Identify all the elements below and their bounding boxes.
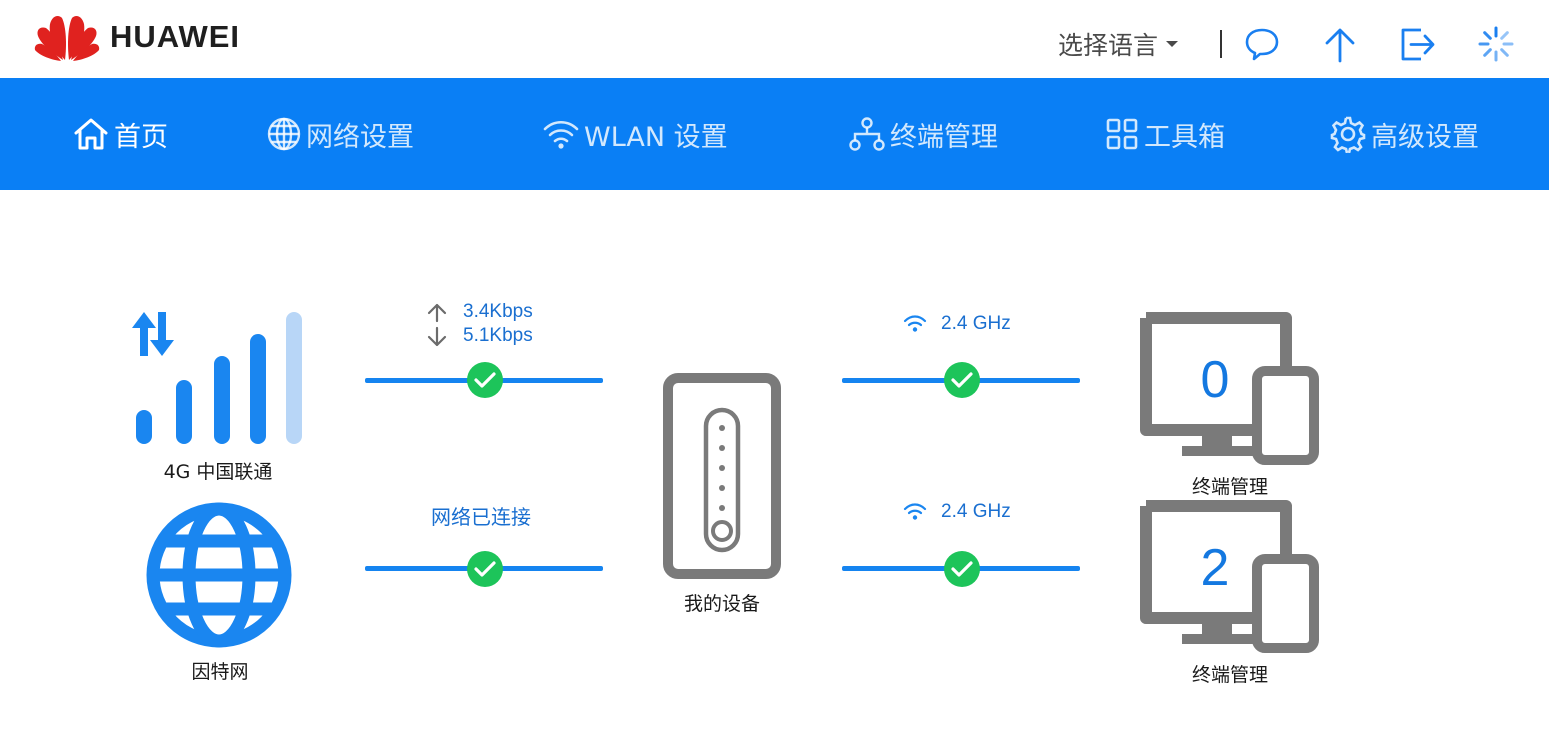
signal-bar-1 xyxy=(136,410,152,444)
upload-speed: 3.4Kbps xyxy=(463,301,533,322)
signal-bar-5 xyxy=(286,312,302,444)
network-tree-icon xyxy=(849,117,885,151)
clients-top-count: 0 xyxy=(1200,351,1230,409)
nav-advanced-settings-label: 高级设置 xyxy=(1371,121,1479,153)
cellular-signal-icon[interactable] xyxy=(130,308,310,448)
router-device-icon[interactable] xyxy=(663,373,781,579)
nav-wlan-settings[interactable]: WLAN 设置 xyxy=(542,78,728,190)
monitor-tablet-icon xyxy=(1140,500,1319,653)
signal-bar-2 xyxy=(176,380,192,444)
message-icon[interactable] xyxy=(1243,25,1281,63)
internet-label: 因特网 xyxy=(191,661,249,683)
wifi-bottom-band: 2.4 GHz xyxy=(941,501,1011,522)
wifi-small-icon xyxy=(903,503,927,520)
nav-device-management[interactable]: 终端管理 xyxy=(848,78,998,190)
signal-bar-4 xyxy=(250,334,266,444)
language-selector[interactable]: 选择语言 xyxy=(1058,26,1179,62)
nav-device-management-label: 终端管理 xyxy=(890,121,998,153)
upload-icon[interactable] xyxy=(1321,25,1359,63)
wifi-top-band: 2.4 GHz xyxy=(941,313,1011,334)
header: HUAWEI 选择语言 xyxy=(0,0,1549,78)
internet-globe-icon[interactable] xyxy=(145,501,293,649)
nav-home-label: 首页 xyxy=(114,121,168,153)
gear-icon xyxy=(1330,116,1366,153)
nav-network-settings-label: 网络设置 xyxy=(306,121,414,153)
nav-home[interactable]: 首页 xyxy=(72,78,168,190)
language-label: 选择语言 xyxy=(1058,31,1159,60)
nav-advanced-settings[interactable]: 高级设置 xyxy=(1329,78,1479,190)
monitor-tablet-icon xyxy=(1140,312,1319,465)
download-speed: 5.1Kbps xyxy=(463,325,533,346)
loading-icon[interactable] xyxy=(1477,25,1515,63)
huawei-flower-icon xyxy=(34,16,100,61)
cellular-label: 4G 中国联通 xyxy=(163,461,273,483)
device-label: 我的设备 xyxy=(683,593,760,615)
grid-icon xyxy=(1106,118,1138,150)
nav-toolbox-label: 工具箱 xyxy=(1144,121,1225,153)
home-icon xyxy=(74,118,108,150)
internet-status: 网络已连接 xyxy=(431,505,531,529)
internet-connected-check-icon xyxy=(467,551,503,587)
brand-name: HUAWEI xyxy=(110,19,240,54)
wifi-top-connected-check-icon xyxy=(944,362,980,398)
clients-top-card[interactable]: 0 xyxy=(1140,312,1322,466)
speed-arrows-icon xyxy=(427,303,447,347)
cellular-connected-check-icon xyxy=(467,362,503,398)
wifi-icon xyxy=(543,120,579,149)
clients-bottom-count: 2 xyxy=(1200,539,1230,597)
wifi-bottom-connected-check-icon xyxy=(944,551,980,587)
huawei-logo[interactable]: HUAWEI xyxy=(34,12,240,62)
main-nav: 首页 网络设置 WLAN 设置 xyxy=(0,78,1549,190)
nav-network-settings[interactable]: 网络设置 xyxy=(266,78,414,190)
clients-bottom-label[interactable]: 终端管理 xyxy=(1191,664,1268,686)
caret-down-icon xyxy=(1166,41,1179,47)
clients-bottom-card[interactable]: 2 xyxy=(1140,500,1322,654)
logout-icon[interactable] xyxy=(1399,25,1437,63)
globe-icon xyxy=(267,117,301,151)
nav-toolbox[interactable]: 工具箱 xyxy=(1104,78,1225,190)
wifi-small-icon xyxy=(903,315,927,332)
header-divider xyxy=(1220,30,1222,58)
nav-wlan-settings-label: WLAN 设置 xyxy=(584,121,728,153)
clients-top-label[interactable]: 终端管理 xyxy=(1191,476,1268,498)
signal-bar-3 xyxy=(214,356,230,444)
